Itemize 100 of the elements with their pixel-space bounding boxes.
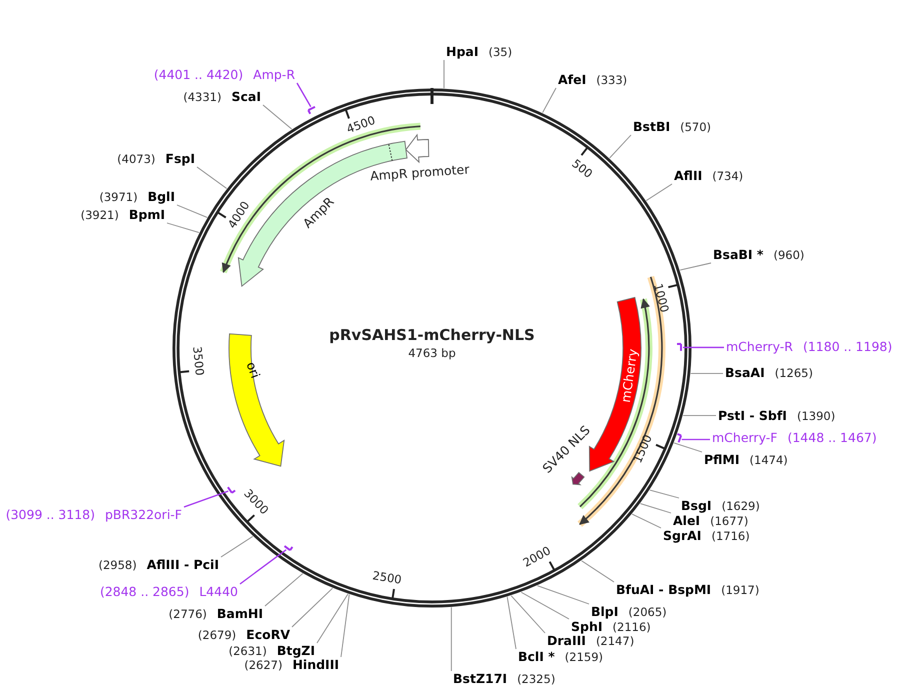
cut-position: (2958) (98, 558, 137, 572)
cut-position: (1265) (774, 366, 813, 380)
cut-position: (2159) (564, 650, 604, 664)
enzyme-name: HindIII (292, 658, 339, 672)
enzyme-name: AleI (673, 514, 700, 528)
enzyme-name: SphI (571, 620, 603, 634)
leader-line (649, 490, 680, 498)
scale-number: 1000 (650, 282, 671, 314)
leader-line (292, 588, 333, 628)
enzyme-name: DraIII (547, 634, 586, 648)
primer-name: mCherry-R (726, 340, 793, 354)
leader-line (220, 536, 254, 558)
enzyme-name: AflIII - PciI (146, 558, 219, 572)
enzyme-name: AfeI (558, 73, 586, 87)
cut-position: (2776) (168, 607, 207, 621)
enzyme-name: BsaBI * (713, 248, 764, 262)
cut-position: (2065) (628, 605, 667, 619)
cut-position: (2631) (228, 644, 267, 658)
cut-position: (960) (773, 248, 804, 262)
cut-position: (1629) (722, 499, 760, 513)
leader-line (680, 262, 712, 271)
leader-line (609, 134, 632, 159)
leader-line (640, 503, 672, 514)
primer-mark (226, 486, 236, 494)
scale-number: 500 (570, 156, 596, 181)
scale-number: 1500 (631, 432, 655, 466)
origin-feature (228, 333, 285, 467)
cut-position: (2679) (198, 628, 236, 642)
enzyme-name: BfuAI - BspMI (616, 583, 712, 597)
plasmid-size: 4763 bp (408, 347, 456, 360)
cut-position: (3921) (80, 208, 119, 222)
leader-line (262, 104, 292, 130)
enzyme-name: ScaI (232, 90, 261, 104)
primer-range: (1448 .. 1467) (787, 431, 877, 445)
scale-number: 4500 (344, 114, 377, 136)
leader-line (166, 222, 200, 233)
cut-position: (4331) (183, 90, 222, 104)
enzyme-name: BstZ17I (453, 672, 508, 686)
primer-range: (1180 .. 1198) (802, 340, 892, 354)
feature-label: AmpR promoter (370, 161, 470, 184)
cut-position: (2627) (244, 658, 282, 672)
promoter-feature (370, 134, 470, 184)
primer-name: L4440 (199, 585, 238, 599)
cut-position: (734) (712, 169, 744, 183)
cut-position: (2116) (612, 620, 651, 634)
leader-line (196, 166, 228, 189)
cut-position: (4073) (117, 152, 156, 166)
leader-line (240, 549, 286, 585)
enzyme-name: BtgZI (276, 644, 315, 658)
enzyme-name: PstI - SbfI (718, 409, 787, 423)
enzyme-name: AflII (674, 169, 702, 183)
enzyme-name: HpaI (446, 45, 478, 59)
leader-line (690, 372, 724, 374)
enzyme-name: FspI (165, 152, 195, 166)
cut-position: (2147) (596, 634, 634, 648)
cut-position: (333) (596, 73, 628, 87)
primer-name: Amp-R (253, 68, 295, 82)
scale-number: 2500 (371, 568, 402, 586)
leader-line (682, 415, 716, 416)
cut-position: (1474) (750, 453, 788, 467)
leader-line (646, 184, 672, 202)
cut-position: (1677) (710, 514, 748, 528)
leader-line (581, 560, 614, 582)
leader-line (316, 594, 348, 644)
primer-name: pBR322ori-F (104, 508, 182, 522)
primer-name: mCherry-F (712, 431, 778, 445)
enzyme-name: BglI (148, 190, 175, 204)
leader-line (184, 490, 228, 508)
leader-line (683, 346, 724, 348)
primer-range: (3099 .. 3118) (6, 508, 95, 522)
feature-label: ori (244, 360, 264, 380)
leader-line (542, 88, 556, 114)
leader-line (506, 596, 516, 650)
leader-line (674, 442, 702, 452)
enzyme-name: BsaAI (725, 366, 765, 380)
cut-position: (2325) (517, 672, 556, 686)
enzyme-name: BclI * (518, 650, 555, 664)
leader-line (632, 514, 662, 528)
cut-position: (3971) (99, 190, 138, 204)
cut-position: (1917) (721, 583, 760, 597)
plasmid-name: pRvSAHS1-mCherry-NLS (329, 329, 535, 342)
leader-line (340, 594, 350, 658)
enzyme-name: BstBI (633, 120, 670, 134)
leader-line (450, 606, 452, 672)
cut-position: (1390) (796, 409, 836, 423)
leader-line (264, 573, 304, 606)
enzyme-name: PflMI (704, 453, 740, 467)
primer-mark (676, 433, 682, 444)
primer-range: (2848 .. 2865) (100, 585, 190, 599)
enzyme-name: EcoRV (246, 628, 290, 642)
primer-mark (284, 545, 294, 552)
enzyme-name: BamHI (216, 607, 263, 621)
enzyme-name: SgrAI (663, 529, 702, 543)
leader-line (176, 204, 208, 218)
leader-line (536, 585, 590, 604)
scale-number: 3500 (190, 346, 206, 376)
leader-line (520, 592, 570, 620)
cut-position: (570) (680, 120, 712, 134)
feature-label: mCherry (618, 348, 640, 404)
primer-range: (4401 .. 4420) (154, 68, 244, 82)
